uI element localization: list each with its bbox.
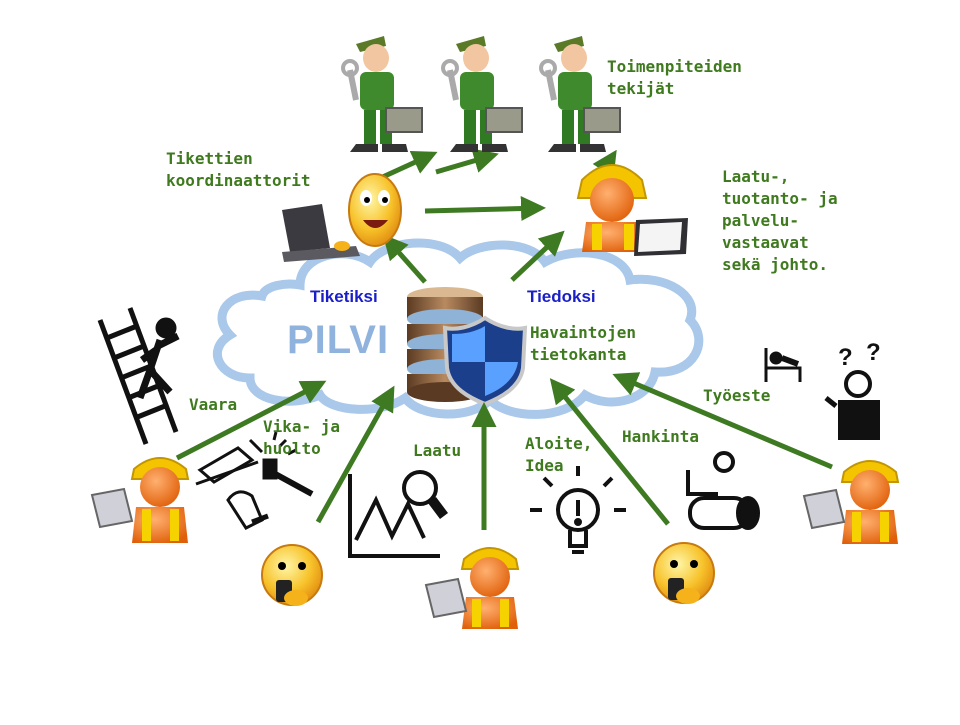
workers-label: Toimenpiteiden tekijät [607, 57, 742, 98]
reporter-worker-icon [802, 460, 900, 544]
category-idea: Aloite, Idea [525, 434, 593, 475]
reporter-worker-icon [424, 547, 520, 629]
svg-text:?: ? [866, 339, 881, 366]
toilet-paper-icon [686, 451, 760, 530]
category-fault: Vika- ja huolto [263, 417, 341, 458]
sick-bed-icon [764, 348, 802, 382]
shield-icon [442, 315, 528, 407]
cloud-title: PILVI [287, 318, 390, 362]
smiley-phone-icon [261, 544, 323, 606]
for-info-label: Tiedoksi [527, 287, 596, 306]
reporter-worker-icon [90, 457, 190, 543]
to-ticket-label: Tiketiksi [310, 287, 378, 306]
category-quality: Laatu [413, 441, 462, 460]
database-label: Havaintojen tietokanta [530, 323, 636, 364]
smiley-icon [334, 173, 402, 251]
ladder-fall-icon [97, 307, 180, 445]
broken-tools-icon [195, 431, 314, 530]
confused-person-icon: ? ? [824, 339, 881, 440]
category-procurement: Hankinta [622, 427, 700, 446]
mechanic-icon [539, 36, 621, 152]
coordinators-label: Tikettien koordinaattorit [166, 149, 311, 190]
idea-bulb-icon [530, 466, 626, 554]
manager-worker-icon [576, 164, 688, 256]
arrows [175, 148, 833, 530]
smiley-phone-icon [653, 542, 715, 604]
quality-chart-icon [348, 470, 448, 558]
category-health: Työeste [703, 386, 771, 405]
svg-text:?: ? [838, 344, 853, 371]
managers-label: Laatu-, tuotanto- ja palvelu- vastaavat … [722, 167, 838, 274]
mechanic-icon [341, 36, 423, 152]
mechanic-icon [441, 36, 523, 152]
category-hazard: Vaara [189, 395, 238, 414]
